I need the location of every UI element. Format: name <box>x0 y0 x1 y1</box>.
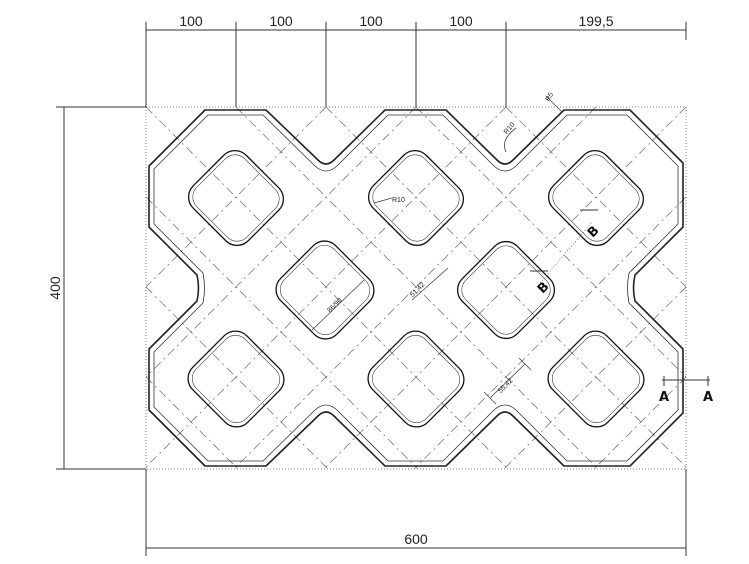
hole-bottom-right-inner <box>551 334 641 424</box>
construction-lines <box>146 107 686 469</box>
hole-top-left-inner <box>192 154 280 242</box>
top-dim-5: 199,5 <box>578 13 613 29</box>
dim-b-label: 55,42 <box>497 377 514 394</box>
section-a-left: A <box>659 390 669 405</box>
hole-top-middle-inner <box>372 154 460 242</box>
hole-center-right-inner <box>461 245 551 335</box>
width-label: 600 <box>404 531 428 547</box>
section-b-upper: B <box>585 223 603 241</box>
top-dimension: 100 100 100 100 199,5 <box>145 13 687 107</box>
hole-bottom-right <box>547 330 645 428</box>
block-outline-inner <box>153 114 679 462</box>
hole-top-right-inner <box>552 154 640 242</box>
hole-top-middle <box>367 149 465 247</box>
hole-bottom-left-inner <box>191 334 281 424</box>
height-dimension: 400 <box>47 106 146 470</box>
hole-bottom-middle-inner <box>371 334 461 424</box>
hole-center-left-inner <box>279 244 371 336</box>
height-label: 400 <box>47 276 63 300</box>
hole-grid <box>187 149 645 428</box>
hole-center-left <box>275 240 375 340</box>
section-b: B B <box>530 209 603 297</box>
section-a: A A <box>659 376 713 405</box>
hole-bottom-middle <box>367 330 465 428</box>
top-dim-1: 100 <box>179 13 203 29</box>
top-dim-2: 100 <box>269 13 293 29</box>
width-dimension: 600 <box>145 469 687 556</box>
hole-size-label: 86/90 <box>326 297 343 314</box>
section-a-right: A <box>703 390 713 405</box>
radius-top-label: R5 <box>545 91 556 102</box>
hole-bottom-left <box>187 330 285 428</box>
dim-a-label: 51,42 <box>409 281 426 298</box>
block-outline <box>148 109 684 467</box>
hole-center-right <box>456 240 556 340</box>
hole-top-left <box>187 149 285 247</box>
hole-size-dimension: 86/90 <box>311 279 365 331</box>
hole-top-right <box>547 149 645 247</box>
radius-notch-label: R10 <box>503 121 517 135</box>
top-dim-4: 100 <box>449 13 473 29</box>
radius-hole-label: R10 <box>392 197 405 204</box>
top-dim-3: 100 <box>359 13 383 29</box>
